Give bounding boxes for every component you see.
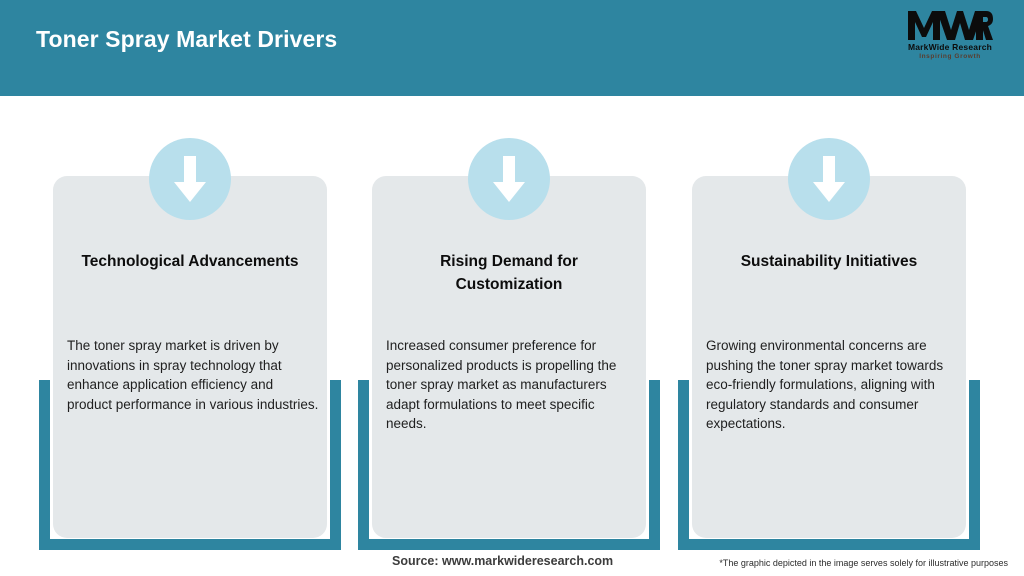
down-arrow-icon	[149, 138, 231, 220]
card-body-text: Increased consumer preference for person…	[386, 338, 617, 431]
driver-card-1[interactable]: Technological Advancements The toner spr…	[37, 96, 343, 552]
driver-card-3[interactable]: Sustainability Initiatives Growing envir…	[676, 96, 982, 552]
card-surface: Rising Demand for Customization Increase…	[372, 176, 646, 538]
card-body-text: The toner spray market is driven by inno…	[67, 338, 319, 412]
card-body-text: Growing environmental concerns are pushi…	[706, 338, 944, 431]
page-header: Toner Spray Market Drivers MarkWide Rese…	[0, 0, 1024, 96]
disclaimer-note: *The graphic depicted in the image serve…	[719, 558, 1008, 568]
card-surface: Sustainability Initiatives Growing envir…	[692, 176, 966, 538]
drivers-stage: Technological Advancements The toner spr…	[0, 96, 1024, 552]
card-surface: Technological Advancements The toner spr…	[53, 176, 327, 538]
card-frame-accent	[358, 380, 660, 550]
down-arrow-icon	[788, 138, 870, 220]
down-arrow-icon	[468, 138, 550, 220]
driver-card-2[interactable]: Rising Demand for Customization Increase…	[356, 96, 662, 552]
card-title: Technological Advancements	[81, 253, 299, 270]
mwr-logo-mark	[898, 8, 1002, 42]
source-label: Source: www.markwideresearch.com	[392, 554, 614, 568]
card-frame-accent	[678, 380, 980, 550]
card-title: Sustainability Initiatives	[740, 253, 918, 270]
logo-company-name: MarkWide Research	[907, 42, 993, 52]
logo-tagline: Inspiring Growth	[919, 53, 981, 60]
card-title: Rising Demand for Customization	[440, 253, 578, 293]
markwide-research-logo: MarkWide Research Inspiring Growth	[898, 8, 1002, 66]
card-frame-accent	[39, 380, 341, 550]
page-title: Toner Spray Market Drivers	[36, 26, 338, 52]
